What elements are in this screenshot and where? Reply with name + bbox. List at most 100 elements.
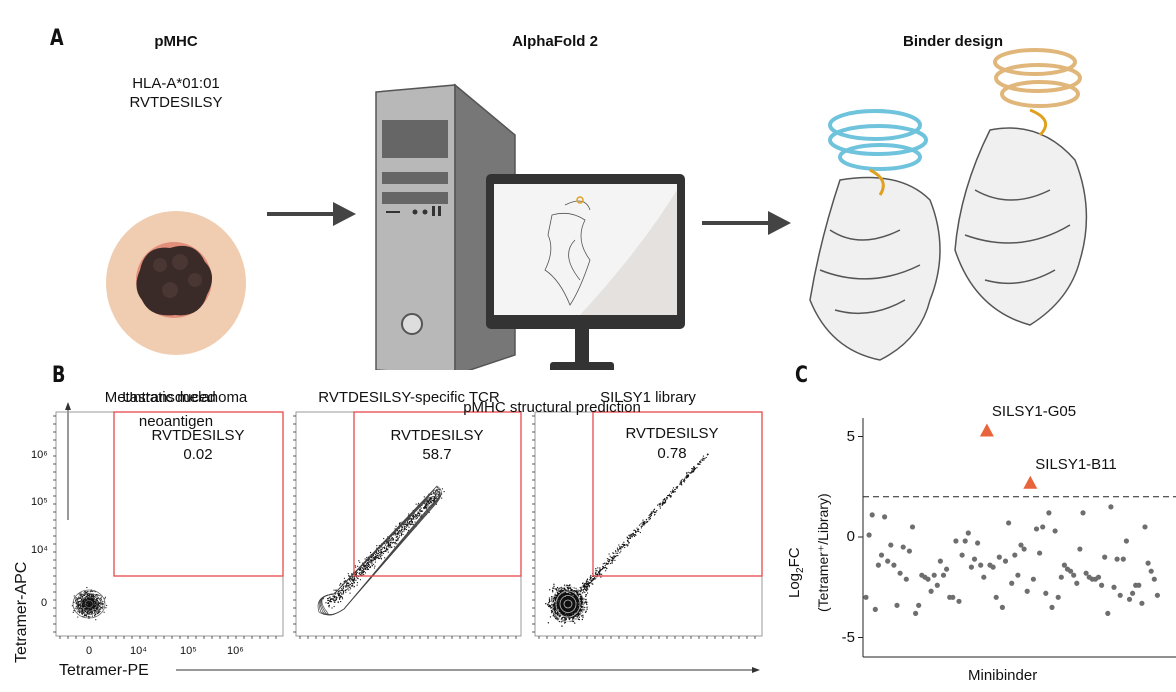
event-dot — [403, 527, 405, 529]
event-dot — [89, 591, 91, 593]
data-point — [1114, 556, 1120, 562]
event-dot — [99, 602, 101, 604]
plot-title-untransduced: Untransduced — [122, 389, 216, 406]
data-point — [1077, 546, 1083, 552]
data-point — [953, 538, 959, 544]
data-point — [1126, 596, 1133, 602]
event-dot — [78, 596, 80, 598]
event-dot — [100, 598, 103, 600]
event-dot — [80, 608, 82, 610]
event-dot — [102, 605, 104, 607]
data-point — [1052, 528, 1058, 534]
structural-prediction-caption: pMHC structural prediction — [463, 399, 641, 416]
event-dot — [99, 594, 101, 597]
data-point — [950, 594, 956, 600]
data-point — [1071, 572, 1077, 578]
data-point — [928, 588, 934, 594]
data-point — [931, 572, 937, 578]
data-point — [940, 572, 947, 578]
data-point — [959, 552, 965, 558]
event-dot — [77, 602, 79, 604]
data-point — [956, 598, 962, 604]
event-dot — [94, 603, 96, 605]
event-dot — [89, 616, 91, 618]
hla-allele-text: HLA-A*01:01 — [132, 75, 220, 92]
data-point — [885, 558, 891, 564]
event-dot — [85, 614, 87, 616]
data-point — [978, 562, 984, 568]
event-dot — [344, 579, 346, 582]
event-dot — [77, 616, 79, 618]
y-tick-label: -5 — [841, 628, 855, 646]
data-point — [1037, 550, 1043, 556]
event-dot — [96, 605, 99, 607]
event-dot — [376, 552, 378, 555]
data-point — [1151, 576, 1157, 582]
event-dot — [80, 592, 82, 594]
event-dot — [400, 534, 402, 537]
data-point — [965, 530, 971, 536]
data-point — [1136, 582, 1142, 588]
data-point — [894, 602, 900, 608]
gate-rectangle — [113, 411, 284, 577]
event-dot — [349, 592, 351, 594]
computer-tower-icon — [375, 83, 516, 370]
event-dot — [91, 602, 93, 604]
event-dot — [81, 604, 84, 606]
binder-protein-blue-icon — [809, 109, 941, 361]
data-point — [996, 554, 1002, 560]
panel-a-label: A — [50, 26, 64, 51]
data-point — [1002, 558, 1009, 564]
event-dot — [87, 604, 89, 606]
event-dot — [97, 594, 99, 596]
x-axis-label-pe: Tetramer-PE — [59, 662, 149, 679]
event-dot — [88, 609, 90, 611]
event-dot — [86, 608, 89, 610]
event-dot — [86, 603, 88, 605]
panel-a-illustrations — [106, 48, 1088, 370]
data-point — [1012, 552, 1018, 558]
event-dot — [87, 600, 89, 603]
data-point — [944, 566, 950, 572]
event-dot — [82, 605, 84, 607]
gate-percent-2: 58.7 — [422, 446, 452, 463]
x-tick-1e4: 10⁴ — [130, 645, 147, 657]
data-point — [913, 610, 919, 616]
event-dot — [92, 600, 94, 602]
y-tick-0: 0 — [41, 597, 48, 609]
data-point — [1108, 504, 1114, 510]
event-dot — [86, 591, 88, 594]
event-dot — [92, 610, 94, 613]
event-dot — [94, 613, 97, 616]
data-point — [1111, 584, 1117, 590]
event-dot — [95, 619, 97, 621]
data-point — [1009, 580, 1015, 586]
event-dot — [81, 609, 84, 611]
event-dot — [96, 612, 99, 614]
event-dot — [84, 600, 86, 602]
event-dot — [86, 593, 89, 596]
event-dot — [101, 608, 103, 610]
data-point — [925, 576, 931, 582]
data-point — [1080, 510, 1086, 516]
event-dot — [102, 606, 104, 608]
event-dot — [75, 598, 77, 601]
event-dot — [86, 586, 88, 589]
event-dot — [95, 602, 97, 604]
data-point — [1148, 568, 1154, 574]
event-dot — [78, 606, 80, 608]
event-dot — [80, 598, 83, 600]
melanoma-caption-2: neoantigen — [138, 413, 214, 430]
binder-design-title: Binder design — [902, 33, 1004, 50]
y-axis-arrowhead-icon — [65, 402, 71, 410]
event-dot — [101, 603, 103, 605]
data-point — [863, 594, 869, 600]
y-axis-label-line1: Log2FC — [786, 547, 806, 598]
event-dot — [73, 595, 75, 597]
event-dot — [76, 608, 78, 610]
gate-label-1: RVTDESILSY — [151, 427, 245, 444]
event-dot — [340, 600, 342, 603]
event-dot — [94, 610, 96, 613]
event-dot — [344, 585, 346, 587]
